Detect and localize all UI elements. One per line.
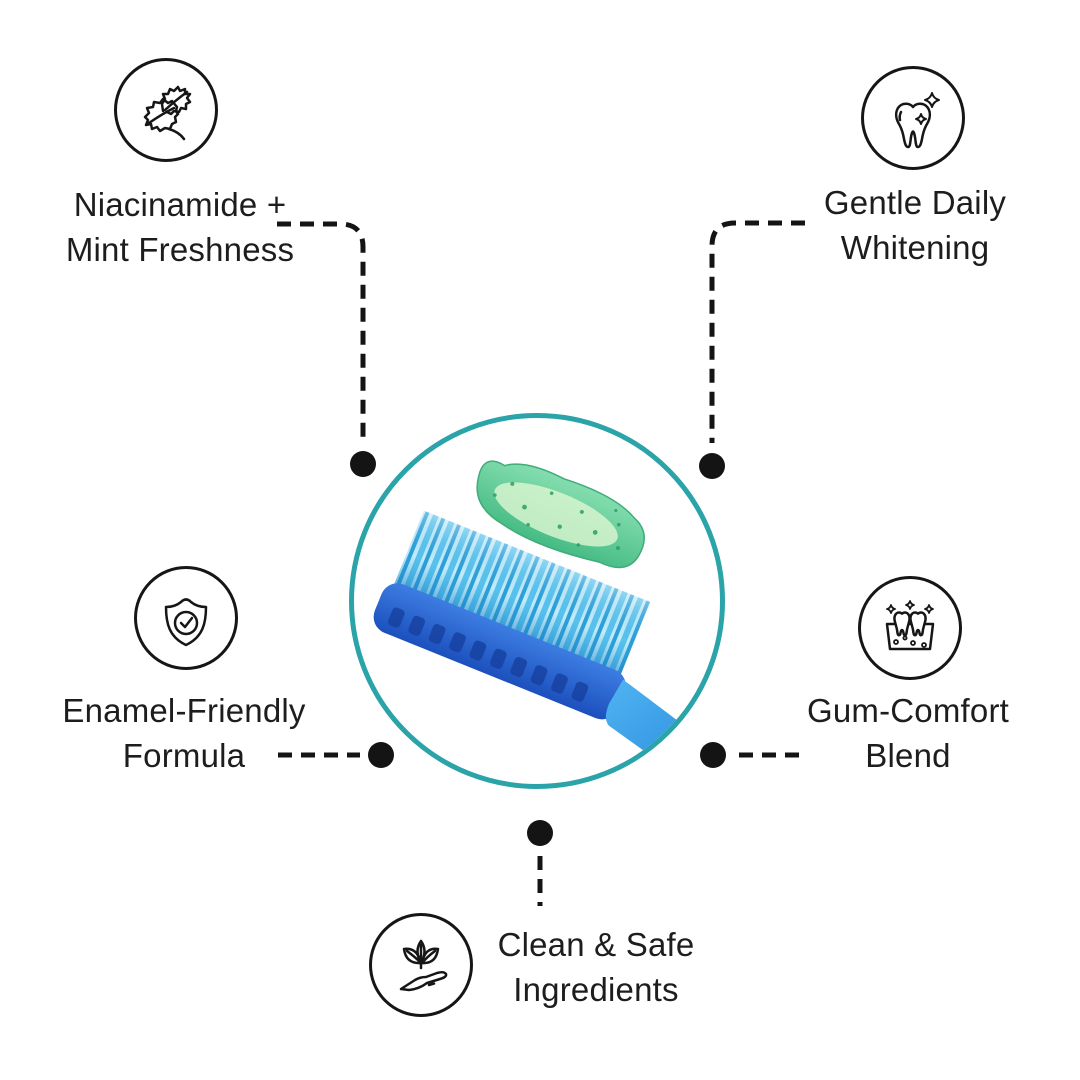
feature-label-whitening: Gentle Daily Whitening [762,180,1068,270]
feature-label-line: Whitening [840,229,990,266]
feature-label-line: Gentle Daily [823,184,1007,221]
connector-dot-bottom [527,820,553,846]
connector-dot-top-left [350,451,376,477]
connector-dot-top-right [699,453,725,479]
mint-leaves-icon [143,85,192,141]
feature-label-niacinamide: Niacinamide + Mint Freshness [30,182,330,272]
feature-label-line: Clean & Safe [497,926,695,963]
feature-label-gum: Gum-Comfort Blend [758,688,1058,778]
feature-icon-circle-enamel [134,566,238,670]
toothbrush-with-green-toothpaste-photo [373,460,720,784]
feature-icon-circle-mint [114,58,218,162]
feature-label-line: Blend [865,737,951,774]
feature-label-line: Mint Freshness [65,231,295,268]
feature-label-clean: Clean & Safe Ingredients [446,922,746,1012]
feature-label-line: Gum-Comfort [806,692,1010,729]
connector-dot-mid-right [700,742,726,768]
hand-holding-leaves-icon [399,939,448,992]
shield-check-icon [164,598,208,647]
feature-icon-circle-clean [369,913,473,1017]
feature-label-enamel: Enamel-Friendly Formula [34,688,334,778]
feature-label-line: Enamel-Friendly [62,692,306,729]
feature-icon-circle-gum [858,576,962,680]
center-product-circle [349,413,725,789]
teeth-gums-sparkle-icon [885,600,935,651]
feature-label-line: Ingredients [513,971,679,1008]
connector-dot-mid-left [368,742,394,768]
feature-label-line: Formula [122,737,246,774]
feature-label-line: Niacinamide + [73,186,287,223]
tooth-sparkle-icon [894,92,940,149]
feature-icon-circle-whitening [861,66,965,170]
